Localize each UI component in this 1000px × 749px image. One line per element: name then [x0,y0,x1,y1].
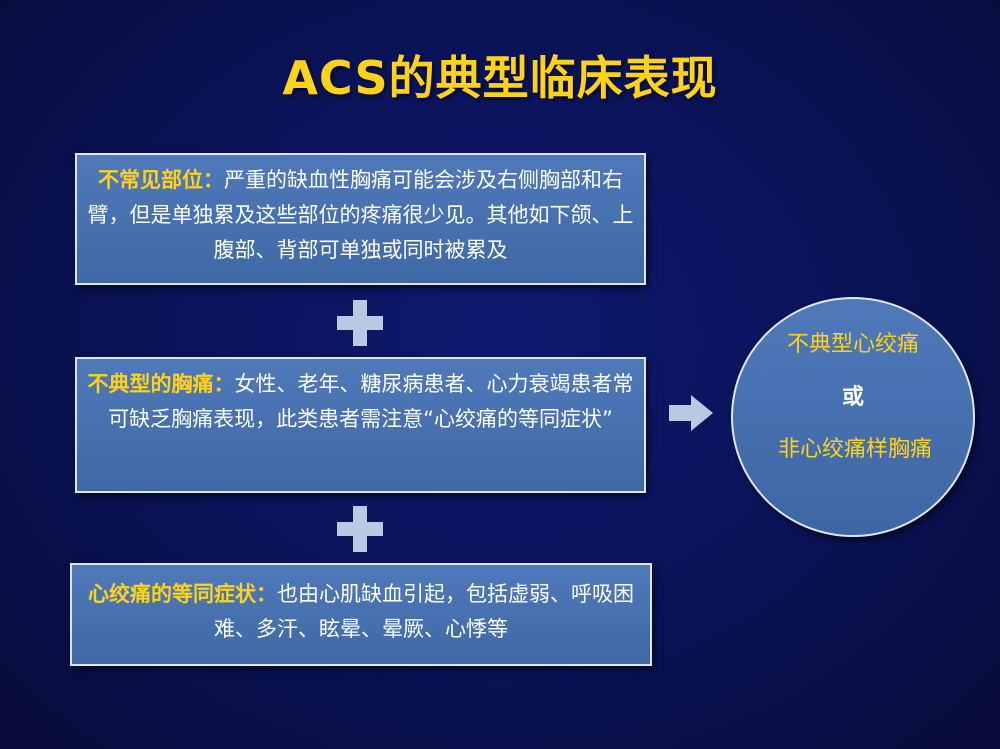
arrow-right-icon [669,395,713,431]
angina-equivalent-text: 也由心肌缺血引起，包括虚弱、呼吸困难、多汗、眩晕、晕厥、心悸等 [214,582,634,641]
atypical-chest-pain-text: 女性、老年、糖尿病患者、心力衰竭患者常可缺乏胸痛表现，此类患者需注意“心绞痛的等… [108,372,634,431]
uncommon-location-box: 不常见部位：严重的缺血性胸痛可能会涉及右侧胸部和右臂，但是单独累及这些部位的疼痛… [75,153,646,285]
angina-equivalent-box: 心绞痛的等同症状：也由心肌缺血引起，包括虚弱、呼吸困难、多汗、眩晕、晕厥、心悸等 [70,563,652,666]
plus-icon [337,300,383,346]
page-title: ACS的典型临床表现 [282,51,718,105]
non-angina-chest-pain-text: 非心绞痛样胸痛 [777,437,932,462]
atypical-angina-text: 不典型心绞痛 [786,332,919,357]
or-text: 或 [841,385,864,410]
atypical-chest-pain-box: 不典型的胸痛：女性、老年、糖尿病患者、心力衰竭患者常可缺乏胸痛表现，此类患者需注… [75,357,646,493]
angina-equivalent-label: 心绞痛的等同症状： [88,582,277,606]
plus-icon [337,506,383,552]
conclusion-circle: 不典型心绞痛 或 非心绞痛样胸痛 [731,297,975,537]
uncommon-location-text: 严重的缺血性胸痛可能会涉及右侧胸部和右臂，但是单独累及这些部位的疼痛很少见。其他… [87,168,634,262]
uncommon-location-label: 不常见部位： [98,168,224,192]
atypical-chest-pain-label: 不典型的胸痛： [87,372,235,396]
